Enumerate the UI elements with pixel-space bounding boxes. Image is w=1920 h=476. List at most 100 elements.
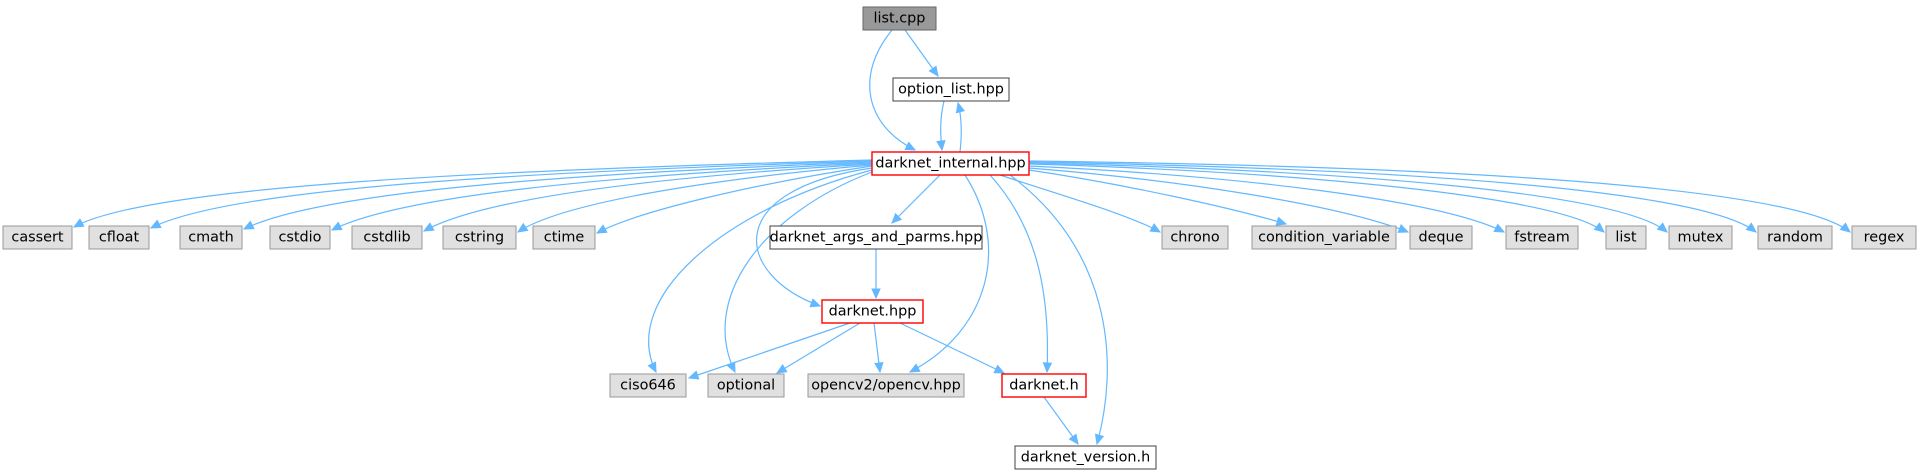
- node-cstdio[interactable]: cstdio: [269, 225, 331, 250]
- edge-line: [331, 162, 873, 231]
- edge-arrowhead: [1397, 224, 1410, 233]
- node-box: [1851, 225, 1917, 250]
- edge-arrowhead: [422, 222, 435, 232]
- node-cstring[interactable]: cstring: [442, 225, 517, 250]
- edge-darknet_internal-to-deque: [1028, 167, 1410, 233]
- node-label: ciso646: [620, 378, 676, 394]
- edge-arrowhead: [687, 370, 700, 380]
- edge-line: [1028, 165, 1505, 233]
- edge-darknet_hpp-to-ciso646: [687, 322, 851, 380]
- edge-arrowhead: [891, 212, 903, 224]
- edge-darknet_internal-to-opencv: [908, 174, 990, 373]
- edge-arrowhead: [1149, 223, 1162, 233]
- node-chrono[interactable]: chrono: [1161, 225, 1229, 250]
- edge-line: [517, 164, 873, 233]
- edge-line: [869, 29, 916, 151]
- edge-line: [1028, 161, 1757, 233]
- edge-arrowhead: [809, 298, 822, 308]
- node-box: [1757, 225, 1833, 250]
- node-box: [609, 373, 687, 398]
- edge-arrowhead: [908, 363, 921, 373]
- edge-line: [1028, 162, 1668, 233]
- edge-args_parms-to-darknet_hpp: [871, 249, 881, 300]
- node-box: [821, 299, 924, 324]
- node-darknet-h[interactable]: darknet.h: [1001, 373, 1087, 398]
- edge-arrowhead: [1094, 433, 1105, 446]
- node-label: deque: [1418, 230, 1463, 246]
- node-box: [807, 373, 965, 398]
- node-list[interactable]: list: [1605, 225, 1647, 250]
- edge-arrowhead: [1068, 433, 1079, 445]
- node-list-cpp[interactable]: list.cpp: [862, 6, 937, 31]
- edge-line: [150, 160, 873, 229]
- edge-line: [423, 163, 873, 232]
- node-condvar[interactable]: condition_variable: [1251, 225, 1397, 250]
- edge-darknet_internal-to-cfloat: [149, 160, 873, 229]
- edge-arrowhead: [1275, 216, 1288, 226]
- edge-arrowhead: [1745, 222, 1757, 233]
- node-ctime[interactable]: ctime: [532, 225, 596, 250]
- edge-list_cpp-to-darknet_internal: [869, 29, 917, 151]
- node-box: [1251, 225, 1397, 250]
- edge-arrowhead: [595, 224, 608, 234]
- edge-line: [1028, 167, 1409, 233]
- edge-darknet_internal-to-list: [1028, 163, 1605, 233]
- node-box: [2, 225, 73, 250]
- node-darknet-version[interactable]: darknet_version.h: [1014, 445, 1157, 470]
- edge-darknet_internal-to-cstdlib: [422, 163, 873, 232]
- node-box: [88, 225, 150, 250]
- edge-arrowhead: [936, 140, 946, 152]
- node-label: cmath: [188, 230, 234, 246]
- edge-arrowhead: [516, 222, 529, 233]
- node-label: optional: [717, 378, 775, 394]
- node-regex[interactable]: regex: [1851, 225, 1917, 250]
- node-cfloat[interactable]: cfloat: [88, 225, 150, 250]
- node-optional[interactable]: optional: [707, 373, 785, 398]
- node-cmath[interactable]: cmath: [179, 225, 243, 250]
- edge-arrowhead: [955, 101, 966, 114]
- edge-line: [1028, 160, 1851, 233]
- node-box: [1001, 373, 1087, 398]
- edge-arrowhead: [149, 219, 162, 229]
- node-cstdlib[interactable]: cstdlib: [351, 225, 423, 250]
- node-label: darknet_internal.hpp: [875, 156, 1025, 172]
- edge-darknet_internal-to-cmath: [242, 161, 873, 230]
- edge-arrowhead: [904, 141, 917, 151]
- edge-arrowhead: [874, 361, 884, 374]
- node-label: darknet_version.h: [1021, 450, 1150, 466]
- edge-line: [1028, 163, 1605, 233]
- node-darknet-hpp[interactable]: darknet.hpp: [821, 299, 924, 324]
- edge-darknet_internal-to-ctime: [595, 165, 873, 234]
- edge-line: [688, 322, 851, 379]
- edge-arrowhead: [242, 220, 255, 230]
- edge-line: [648, 169, 873, 373]
- node-box: [1409, 225, 1473, 250]
- node-deque[interactable]: deque: [1409, 225, 1473, 250]
- node-random[interactable]: random: [1757, 225, 1833, 250]
- edge-line: [1028, 169, 1287, 225]
- edge-arrowhead: [1593, 222, 1605, 233]
- node-box: [892, 77, 1010, 102]
- node-box: [862, 6, 937, 31]
- node-option-list[interactable]: option_list.hpp: [892, 77, 1010, 102]
- node-box: [871, 151, 1030, 176]
- node-args-parms[interactable]: darknet_args_and_parms.hpp: [769, 225, 983, 250]
- node-label: condition_variable: [1258, 230, 1390, 246]
- node-opencv[interactable]: opencv2/opencv.hpp: [807, 373, 965, 398]
- node-cassert[interactable]: cassert: [2, 225, 73, 250]
- edge-darknet_internal-to-regex: [1028, 160, 1851, 233]
- edge-line: [73, 159, 873, 228]
- edge-darknet_internal-to-random: [1028, 161, 1757, 233]
- edge-darknet_internal-to-ciso646: [647, 169, 873, 374]
- node-label: cstdio: [279, 230, 322, 246]
- node-label: cstring: [455, 230, 504, 246]
- node-ciso646[interactable]: ciso646: [609, 373, 687, 398]
- edge-darknet_internal-to-mutex: [1028, 162, 1668, 233]
- node-box: [1505, 225, 1579, 250]
- node-fstream[interactable]: fstream: [1505, 225, 1579, 250]
- node-mutex[interactable]: mutex: [1668, 225, 1733, 250]
- edge-option_list-to-darknet_internal: [936, 100, 946, 152]
- node-darknet-internal[interactable]: darknet_internal.hpp: [871, 151, 1030, 176]
- edge-line: [891, 174, 941, 224]
